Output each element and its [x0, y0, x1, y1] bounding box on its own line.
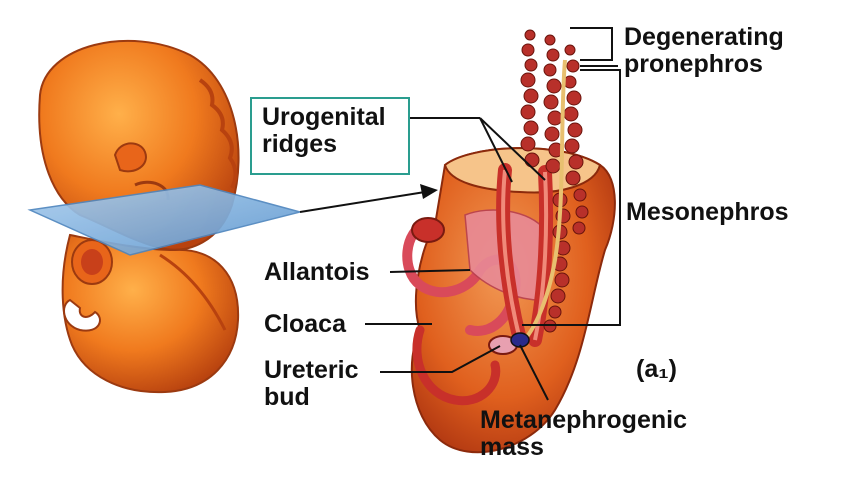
label-metanephrogenic-mass: Metanephrogenic mass [480, 407, 687, 461]
section-gut-opening [411, 217, 445, 243]
embryo-arches [113, 142, 147, 173]
label-panel-id-text: (a₁) [636, 355, 677, 383]
label-degenerating-line2: pronephros [624, 50, 763, 78]
ridge-highlight-left [501, 169, 522, 341]
embryo-lower-somites [159, 253, 227, 331]
label-urogenital-line2: ridges [262, 130, 338, 158]
section-cloaca [412, 325, 501, 406]
label-metanephrogenic-line2: mass [480, 433, 544, 461]
label-ureteric-line2: bud [264, 383, 310, 411]
leader-ureteric [380, 345, 501, 373]
label-ureteric-bud: Ureteric bud [264, 357, 359, 411]
cross-section [402, 29, 616, 454]
leader-mesonephros [522, 69, 621, 326]
label-degenerating-pronephros: Degenerating pronephros [624, 24, 784, 78]
leader-allantois [389, 269, 471, 273]
section-metanephrogenic-mass [510, 332, 530, 348]
label-metanephrogenic-line1: Metanephrogenic [480, 406, 687, 434]
embryo-somites [198, 78, 238, 189]
ridge-highlight-right [533, 171, 549, 341]
urogenital-label-box [250, 97, 410, 175]
label-ureteric-line1: Ureteric [264, 356, 359, 384]
whole-embryo [27, 39, 303, 394]
leader-metanephrogenic [519, 344, 549, 401]
embryo-tail [63, 298, 101, 332]
pronephros-tubules [520, 29, 584, 186]
mesonephric-duct [518, 59, 567, 347]
label-urogenital-line1: Urogenital [262, 103, 386, 131]
leader-lines [365, 27, 621, 401]
label-mesonephros-text: Mesonephros [626, 198, 789, 226]
label-allantois-text: Allantois [264, 258, 370, 286]
leader-urogenital-a [479, 117, 513, 183]
leader-urogenital-b [479, 117, 546, 181]
label-degenerating-line1: Degenerating [624, 23, 784, 51]
label-cloaca: Cloaca [264, 311, 346, 338]
label-allantois: Allantois [264, 259, 370, 286]
label-urogenital-ridges: Urogenital ridges [262, 104, 386, 158]
leader-degenerating [570, 27, 613, 61]
label-cloaca-text: Cloaca [264, 310, 346, 338]
label-mesonephros: Mesonephros [626, 199, 789, 226]
plane-to-section-arrow [299, 184, 438, 213]
label-panel-id: (a₁) [636, 356, 677, 383]
